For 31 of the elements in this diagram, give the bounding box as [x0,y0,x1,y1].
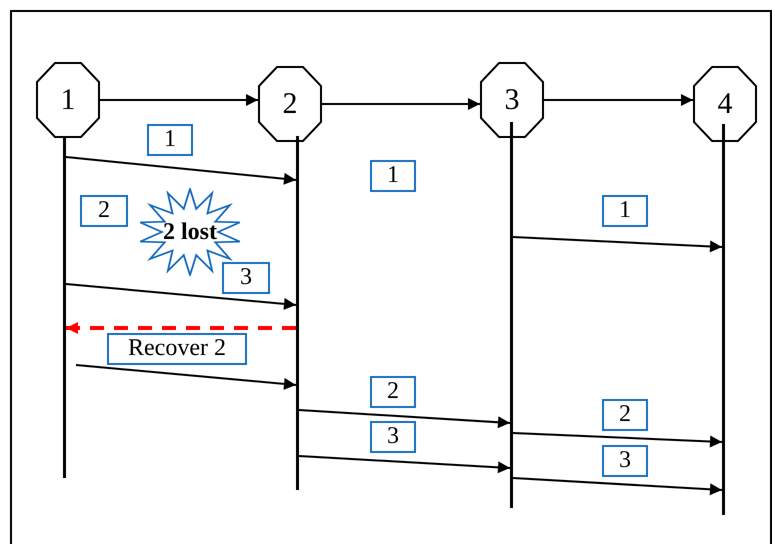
lifeline [722,124,725,515]
packet-box: 2 [370,376,416,408]
packet-box: 1 [147,124,193,156]
packet-box: 3 [222,262,270,294]
arrow [66,156,296,185]
packet-box: 3 [602,445,648,477]
arrow [66,283,296,310]
octagon-node: 4 [693,66,757,142]
arrow [512,432,722,448]
octagon-node: 2 [258,66,322,142]
arrow [76,364,296,390]
packet-box: 1 [370,160,416,192]
lifeline [510,122,513,508]
arrow [512,477,722,496]
packet-box: 3 [370,421,416,453]
arrow [298,409,510,428]
lifeline [296,136,299,490]
packet-box: 1 [602,195,648,227]
packet-box: 2 [80,195,128,227]
packet-box: 2 [602,399,648,431]
arrow [512,236,722,252]
starburst-node: 2 lost [138,188,242,276]
packet-box: Recover 2 [107,333,247,365]
arrow [544,94,693,106]
arrow [298,455,510,474]
lifeline [63,136,66,478]
octagon-node: 1 [36,62,100,138]
arrow [322,98,480,110]
dashed-arrow [66,322,296,334]
octagon-node: 3 [480,62,544,138]
arrow [100,94,258,106]
